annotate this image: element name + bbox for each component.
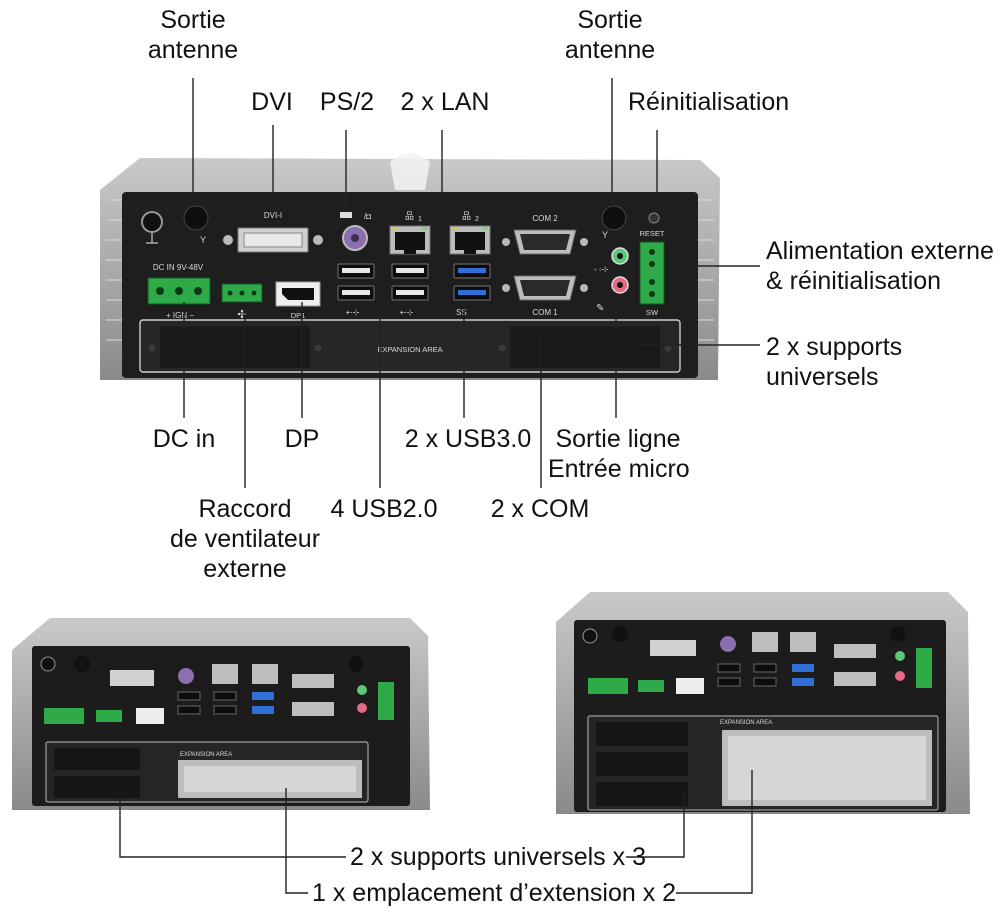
label-dp: DP	[284, 425, 320, 453]
label-dc-in: DC in	[152, 425, 216, 453]
svg-text:/◘: /◘	[364, 212, 371, 221]
com1-print: COM 1	[532, 308, 558, 317]
antenna-connector-right	[601, 205, 627, 231]
label-expansion-x2: 1 x emplacement d’extension x 2	[312, 879, 677, 907]
com2-print: COM 2	[532, 214, 558, 223]
label-power-ext: Alimentation externe& réinitialisation	[766, 237, 994, 295]
svg-text:SS: SS	[456, 308, 467, 317]
label-ps2: PS/2	[319, 88, 375, 116]
svg-text:1: 1	[418, 216, 422, 223]
label-dvi: DVI	[251, 88, 293, 116]
ground-icon	[141, 211, 163, 233]
svg-text:SW: SW	[646, 308, 659, 317]
antenna-connector-left	[183, 205, 209, 231]
dvi-print: DVI-I	[264, 211, 282, 220]
svg-text:Y: Y	[200, 235, 206, 245]
label-com: 2 x COM	[490, 495, 590, 523]
svg-text:Y: Y	[602, 230, 608, 240]
svg-text:2: 2	[475, 216, 479, 223]
svg-text:⇠⊹: ⇠⊹	[400, 308, 414, 317]
label-reset: Réinitialisation	[628, 88, 790, 116]
svg-text:RESET: RESET	[639, 229, 664, 238]
svg-text:✎: ✎	[596, 303, 604, 314]
expansion-area-print: EXPANSION AREA	[377, 345, 442, 354]
label-supports-x3: 2 x supports universels x 3	[350, 843, 646, 871]
svg-text:⇠⊹: ⇠⊹	[346, 308, 360, 317]
device-2-slot: EXPANSION AREA	[556, 592, 970, 814]
reset-button	[648, 212, 660, 224]
lan-port-1	[389, 225, 431, 255]
svg-text:◦ ◦⊹: ◦ ◦⊹	[594, 265, 609, 274]
lan-port-2	[449, 225, 491, 255]
svg-text:品: 品	[405, 211, 414, 221]
svg-text:EXPANSION AREA: EXPANSION AREA	[720, 720, 772, 726]
main-leaders	[183, 78, 760, 488]
device-3-slot: EXPANSION AREA	[12, 618, 430, 810]
dc-print: DC IN 9V-48V	[153, 263, 204, 272]
svg-text:DP1: DP1	[291, 311, 306, 320]
label-lan: 2 x LAN	[400, 88, 490, 116]
label-usb3: 2 x USB3.0	[404, 425, 532, 453]
label-usb2: 4 USB2.0	[330, 495, 438, 523]
bottom-leaders	[119, 770, 753, 894]
svg-text:品: 品	[462, 211, 471, 221]
svg-text:EXPANSION AREA: EXPANSION AREA	[180, 752, 232, 758]
svg-text:+ IGN −: + IGN −	[166, 311, 194, 320]
svg-text:✣: ✣	[237, 309, 246, 321]
